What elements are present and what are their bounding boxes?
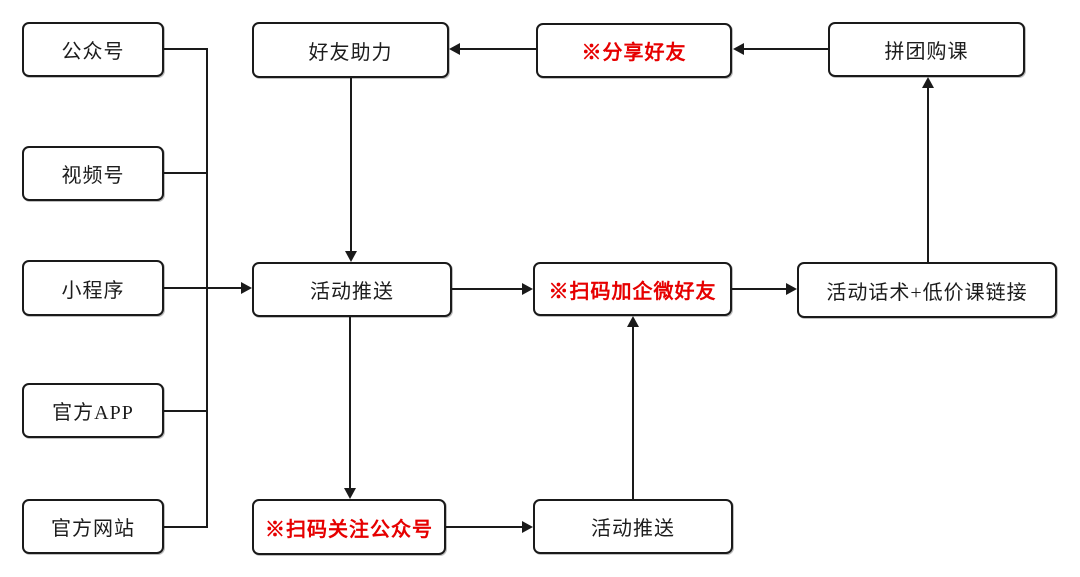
edge-trunk-to-huodong-tuisong-arrowhead bbox=[241, 282, 252, 294]
edge-huodong2-to-saoma-qiwei-line bbox=[632, 327, 634, 499]
edge-saoma-qiwei-to-huashu-line bbox=[732, 288, 787, 290]
node-label: 活动话术+低价课链接 bbox=[826, 281, 1028, 304]
edge-saoma-qiwei-to-huashu-arrowhead bbox=[786, 283, 797, 295]
edge-saoma-guanzhu-to-huodong2-line bbox=[446, 526, 523, 528]
node-label: 活动推送 bbox=[591, 518, 675, 540]
node-pintuan-gouke: 拼团购课 bbox=[828, 22, 1025, 77]
edge-shipinhao-trunk-line bbox=[163, 172, 207, 174]
node-label: 视频号 bbox=[61, 165, 125, 187]
node-guanfang-app: 官方APP bbox=[22, 383, 164, 438]
node-huodong-tuisong-mid: 活动推送 bbox=[252, 262, 452, 317]
node-label: ※分享好友 bbox=[581, 42, 687, 64]
node-label: 小程序 bbox=[61, 279, 125, 302]
edge-pintuan-to-fenxiang-arrowhead bbox=[733, 43, 744, 55]
edge-haoyou-to-huodong-line bbox=[350, 78, 352, 252]
edge-fenxiang-to-haoyou-line bbox=[460, 48, 536, 50]
edge-trunk-to-huodong-tuisong-line bbox=[163, 287, 242, 289]
node-guanfang-wangzhan: 官方网站 bbox=[22, 499, 164, 554]
node-saoma-guanzhu-gongzhonghao: ※扫码关注公众号 bbox=[252, 499, 446, 555]
node-label: 公众号 bbox=[61, 41, 125, 63]
edge-huodong-to-saoma-qiwei-line bbox=[452, 288, 523, 290]
edge-huodong-to-saoma-guanzhu-arrowhead bbox=[344, 488, 356, 499]
edge-huashu-to-pintuan-line bbox=[927, 88, 929, 262]
edge-huodong2-to-saoma-qiwei-arrowhead bbox=[627, 316, 639, 327]
node-label: 官方APP bbox=[52, 402, 134, 424]
node-label: 活动推送 bbox=[310, 281, 394, 303]
node-huodong-tuisong-bottom: 活动推送 bbox=[533, 499, 733, 554]
node-fenxiang-haoyou: ※分享好友 bbox=[536, 23, 732, 78]
node-label: 好友助力 bbox=[308, 41, 393, 64]
edge-guanfang-app-trunk-line bbox=[163, 410, 207, 412]
node-huodong-huashu-dijiake: 活动话术+低价课链接 bbox=[797, 262, 1057, 318]
node-gongzhonghao: 公众号 bbox=[22, 22, 164, 77]
edge-gongzhonghao-trunk-line bbox=[163, 48, 207, 50]
edge-haoyou-to-huodong-arrowhead bbox=[345, 251, 357, 262]
node-shipinhao: 视频号 bbox=[22, 146, 164, 201]
node-label: ※扫码加企微好友 bbox=[548, 280, 717, 303]
node-label: 拼团购课 bbox=[884, 41, 969, 63]
edge-saoma-guanzhu-to-huodong2-arrowhead bbox=[522, 521, 533, 533]
node-saoma-jia-qiwei-haoyou: ※扫码加企微好友 bbox=[533, 262, 732, 316]
node-label: 官方网站 bbox=[51, 518, 135, 540]
edge-guanfang-wangzhan-trunk-line bbox=[163, 526, 207, 528]
edge-pintuan-to-fenxiang-line bbox=[744, 48, 828, 50]
edge-huashu-to-pintuan-arrowhead bbox=[922, 77, 934, 88]
edge-fenxiang-to-haoyou-arrowhead bbox=[449, 43, 460, 55]
edge-huodong-to-saoma-qiwei-arrowhead bbox=[522, 283, 533, 295]
edge-huodong-to-saoma-guanzhu-line bbox=[349, 317, 351, 489]
node-haoyou-zhuli: 好友助力 bbox=[252, 22, 449, 78]
node-xiaochengxu: 小程序 bbox=[22, 260, 164, 316]
node-label: ※扫码关注公众号 bbox=[265, 518, 433, 541]
